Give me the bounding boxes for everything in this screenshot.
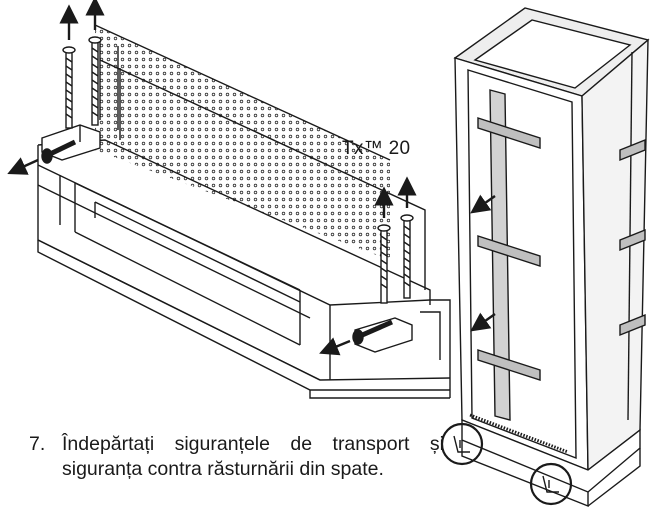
- step-text: Îndepărtați siguranțele de transport și …: [62, 433, 444, 480]
- anti-tip-callouts: [440, 422, 573, 506]
- torx-size-label: Tx™ 20: [342, 138, 411, 159]
- step-number: 7.: [29, 433, 46, 455]
- removal-arrows-left: [7, 0, 417, 356]
- base-closeup-drawing: [37, 24, 451, 399]
- cabinet-drawing: [453, 7, 650, 508]
- removal-arrows-right: [470, 194, 496, 332]
- instruction-step: 7. Îndepărtați siguranțele de transport …: [29, 432, 444, 482]
